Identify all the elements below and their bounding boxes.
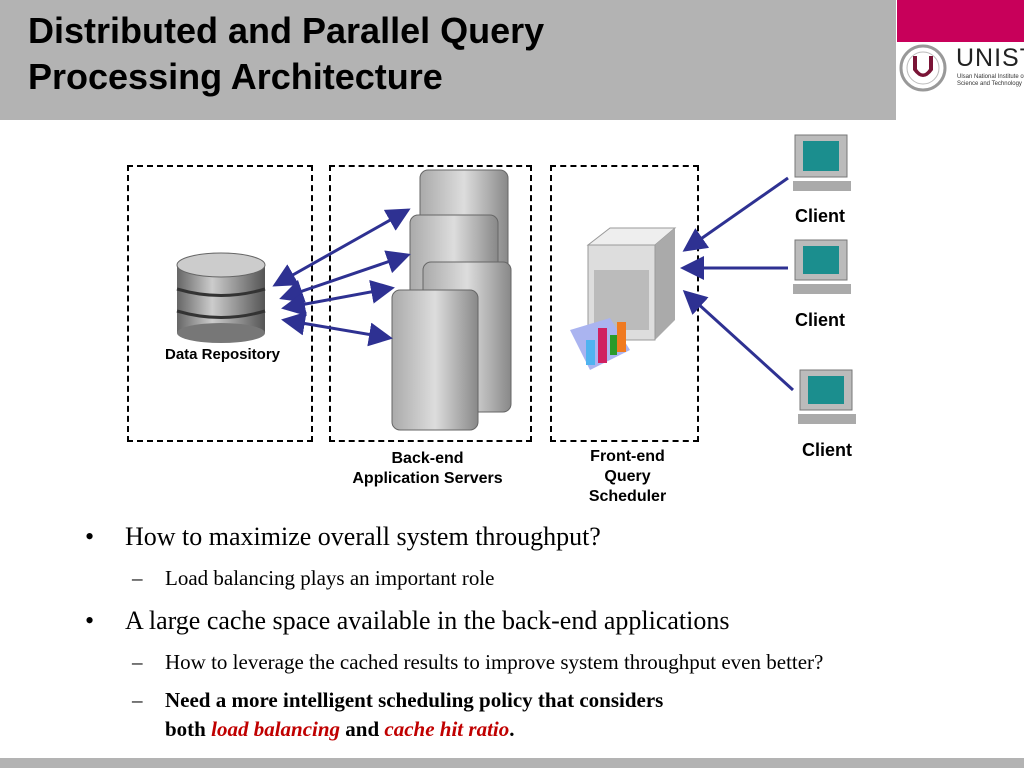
logo-wordmark: UNIST [956, 44, 1024, 72]
title-line-2: Processing Architecture [28, 56, 443, 97]
sub-bullet-text: How to leverage the cached results to im… [165, 650, 824, 674]
bullet-text: How to maximize overall system throughpu… [125, 522, 601, 551]
slide-title: Distributed and Parallel Query Processin… [28, 8, 544, 100]
backend-label-line1: Back-end [391, 450, 464, 467]
emphasis-cache-hit-ratio: cache hit ratio [384, 717, 510, 741]
sub-bullet-line2: both load balancing and cache hit ratio. [165, 715, 663, 744]
text-both: both [165, 717, 212, 741]
client-label: Client [794, 206, 845, 226]
sub-bullet-item: –Load balancing plays an important role [132, 566, 495, 590]
text-period: . [509, 717, 515, 741]
emphasis-load-balancing: load balancing [211, 717, 341, 741]
client-label: Client [801, 440, 852, 460]
sub-bullet-item: – Need a more intelligent scheduling pol… [132, 686, 664, 744]
footer-bar [0, 758, 1024, 768]
bullet-text: A large cache space available in the bac… [125, 606, 730, 635]
title-line-1: Distributed and Parallel Query [28, 10, 545, 51]
sub-bullet-line1: Need a more intelligent scheduling polic… [165, 688, 664, 712]
backend-label-line2: Application Servers [352, 470, 503, 487]
sub-bullet-item: –How to leverage the cached results to i… [132, 650, 824, 674]
logo-subtitle: Ulsan National Institute of Science and … [957, 74, 1024, 87]
frontend-label-line1: Front-end [590, 448, 665, 465]
scheduler-server-icon [570, 227, 677, 370]
bullet-item: •A large cache space available in the ba… [85, 606, 730, 635]
data-repository-label: Data Repository [164, 346, 281, 363]
frontend-label: Front-end Query Scheduler [560, 447, 695, 507]
connection-arrows [272, 176, 795, 392]
backend-label: Back-end Application Servers [320, 449, 535, 489]
client-label: Client [794, 310, 845, 330]
accent-block [897, 0, 1024, 42]
frontend-label-line2: Query [604, 468, 651, 485]
client-computers-icon [793, 134, 856, 424]
unist-seal-icon [899, 44, 947, 92]
title-bar: Distributed and Parallel Query Processin… [0, 0, 896, 120]
text-and: and [340, 717, 385, 741]
backend-servers-icon [391, 169, 512, 431]
database-icon [176, 252, 266, 343]
bullet-item: •How to maximize overall system throughp… [85, 522, 601, 551]
sub-bullet-text: Load balancing plays an important role [165, 566, 495, 590]
frontend-label-line3: Scheduler [588, 488, 667, 505]
